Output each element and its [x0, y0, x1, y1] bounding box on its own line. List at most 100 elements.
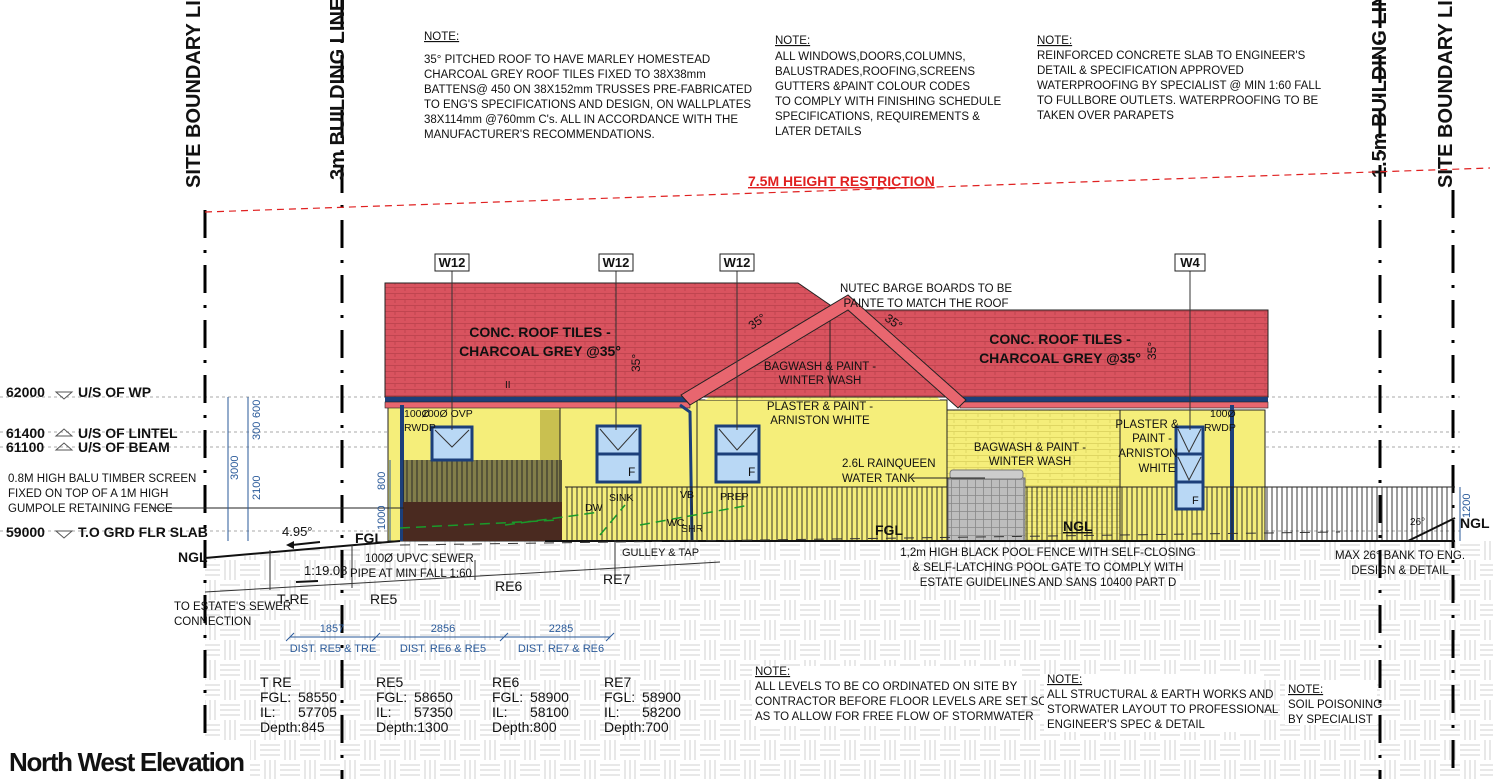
sewer-note: PIPE AT MIN FALL 1:60: [350, 568, 472, 580]
pitch-label: 35°: [629, 354, 643, 372]
fgl-value: 58650: [414, 689, 453, 705]
note-line: BY SPECIALIST: [1288, 714, 1373, 726]
window-tag-label: W12: [724, 255, 751, 270]
dimension-label: DIST. RE6 & RE5: [400, 643, 486, 655]
window-tag: W4: [1174, 253, 1206, 272]
il-value: 58200: [642, 704, 681, 720]
dimension-label: 800: [376, 472, 388, 490]
manhole-name: RE7: [604, 674, 631, 690]
note-line: REINFORCED CONCRETE SLAB TO ENGINEER'S: [1037, 50, 1306, 62]
pool-fence-note: ESTATE GUIDELINES AND SANS 10400 PART D: [920, 577, 1177, 589]
fgl-key: FGL:: [260, 689, 291, 705]
vb-label: VB: [680, 489, 694, 501]
fixed-pane-label: F: [1192, 495, 1199, 507]
pool-fence-note: & SELF-LATCHING POOL GATE TO COMPLY WITH: [912, 562, 1183, 574]
left-building-line-label: 3m BUILDING LINE: [327, 0, 349, 180]
fgl-key: FGL:: [604, 689, 635, 705]
rwdp-label: RWDP: [1204, 422, 1236, 434]
pitch-label: 35°: [1145, 342, 1159, 360]
level-markers: 62000 U/S OF WP 61400 U/S OF LINTEL 6110…: [6, 384, 208, 540]
dimension-value: 1857: [320, 623, 344, 635]
dimension-label: 1000: [376, 506, 388, 530]
wall-finish-label: BAGWASH & PAINT -: [974, 442, 1086, 454]
tank-label: 2.6L RAINQUEEN: [842, 458, 936, 470]
level-label: T.O GRD FLR SLAB: [78, 524, 208, 540]
note-heading: NOTE:: [1288, 684, 1323, 696]
wall-finish-label: WINTER WASH: [779, 375, 862, 387]
screen-note: FIXED ON TOP OF A 1M HIGH: [8, 488, 168, 500]
slope-angle-label: 4.95°: [282, 524, 313, 539]
level-value: 61400: [6, 425, 45, 441]
window-tag-label: W12: [439, 255, 466, 270]
fgl-value: 58900: [642, 689, 681, 705]
dimension-label: 1200: [1461, 494, 1473, 518]
ovp-label: 100Ø OVP: [422, 408, 473, 420]
vent-label: II: [505, 380, 511, 391]
barge-note: NUTEC BARGE BOARDS TO BE: [840, 283, 1012, 295]
fgl-value: 58550: [298, 689, 337, 705]
manhole-label: T-RE: [277, 591, 309, 607]
tank-label: WATER TANK: [842, 473, 915, 485]
dimension-value: 2856: [431, 623, 455, 635]
screen-note: GUMPOLE RETAINING FENCE: [8, 503, 173, 515]
manhole-label: RE5: [370, 591, 397, 607]
wall-finish-label: PLASTER & PAINT -: [767, 401, 873, 413]
window-tag-label: W4: [1180, 255, 1200, 270]
dimension-label: DIST. RE7 & RE6: [518, 643, 604, 655]
level-value: 59000: [6, 524, 45, 540]
depth-value: Depth:700: [604, 719, 669, 735]
estate-note: TO ESTATE'S SEWER: [174, 601, 291, 613]
level-value: 62000: [6, 384, 45, 400]
roof-label: CONC. ROOF TILES -: [989, 331, 1131, 347]
water-tank: [947, 477, 1026, 542]
dimension-label: 2100: [251, 476, 263, 500]
fixed-pane-label: F: [628, 465, 635, 479]
manhole-table-tre: T RE FGL:58550 IL:57705 Depth:845: [260, 674, 337, 735]
estate-note: CONNECTION: [174, 616, 251, 628]
fgl-label: FGL: [875, 522, 903, 538]
note-line: CONTRACTOR BEFORE FLOOR LEVELS ARE SET S…: [755, 696, 1047, 708]
drawing-title: North West Elevation: [9, 747, 245, 777]
note-line: LATER DETAILS: [775, 126, 862, 138]
manhole-name: RE6: [492, 674, 519, 690]
wall-finish-label: ARNISTON: [1118, 448, 1177, 460]
level-label: U/S OF LINTEL: [78, 425, 178, 441]
sink-label: SINK: [609, 492, 634, 504]
depth-value: Depth:1300: [376, 719, 449, 735]
fgl-key: FGL:: [492, 689, 523, 705]
boundary-lines: [203, 0, 1455, 779]
dimension-label: 3000: [229, 456, 241, 480]
note-line: GUTTERS &PAINT COLOUR CODES: [775, 81, 970, 93]
note-line: STORWATER LAYOUT TO PROFESSIONAL: [1047, 704, 1279, 716]
note-line: 35° PITCHED ROOF TO HAVE MARLEY HOMESTEA…: [424, 54, 710, 66]
bottom-note-levels: NOTE: ALL LEVELS TO BE CO ORDINATED ON S…: [752, 666, 1047, 726]
gable-barge-board: [680, 294, 967, 409]
note-line: ENGINEER'S SPEC & DETAIL: [1047, 719, 1206, 731]
wall-finish-label: WINTER WASH: [989, 456, 1072, 468]
window: F: [714, 424, 761, 484]
wall-finish-label: PAINT -: [1132, 433, 1172, 445]
depth-value: Depth:800: [492, 719, 557, 735]
fgl-label: FGL: [355, 530, 383, 546]
fixed-pane-label: F: [748, 465, 755, 479]
note-line: ALL STRUCTURAL & EARTH WORKS AND: [1047, 689, 1273, 701]
roof-label: CHARCOAL GREY @35°: [979, 350, 1141, 366]
note-heading: NOTE:: [424, 31, 459, 43]
level-label: U/S OF BEAM: [78, 439, 170, 455]
rwdp-label: 100Ø: [1210, 408, 1236, 420]
wall-finish-label: PLASTER &: [1115, 419, 1179, 431]
manhole-name: T RE: [260, 674, 292, 690]
manhole-label: RE7: [603, 571, 630, 587]
house: F F F: [384, 282, 1455, 546]
height-restriction-label: 7.5M HEIGHT RESTRICTION: [748, 173, 935, 189]
manhole-table-re6: RE6 FGL:58900 IL:58100 Depth:800: [492, 674, 569, 735]
il-value: 57705: [298, 704, 337, 720]
level-value: 61100: [6, 439, 44, 455]
fall-label: 1:19.08: [304, 563, 347, 578]
note-line: BALUSTRADES,ROOFING,SCREENS: [775, 66, 975, 78]
note-line: WATERPROOFING BY SPECIALIST @ MIN 1:60 F…: [1037, 80, 1322, 92]
pool-fence-note: 1,2m HIGH BLACK POOL FENCE WITH SELF-CLO…: [900, 547, 1195, 559]
ground-hatch: [205, 541, 1493, 779]
ngl-label: NGL: [178, 549, 208, 565]
